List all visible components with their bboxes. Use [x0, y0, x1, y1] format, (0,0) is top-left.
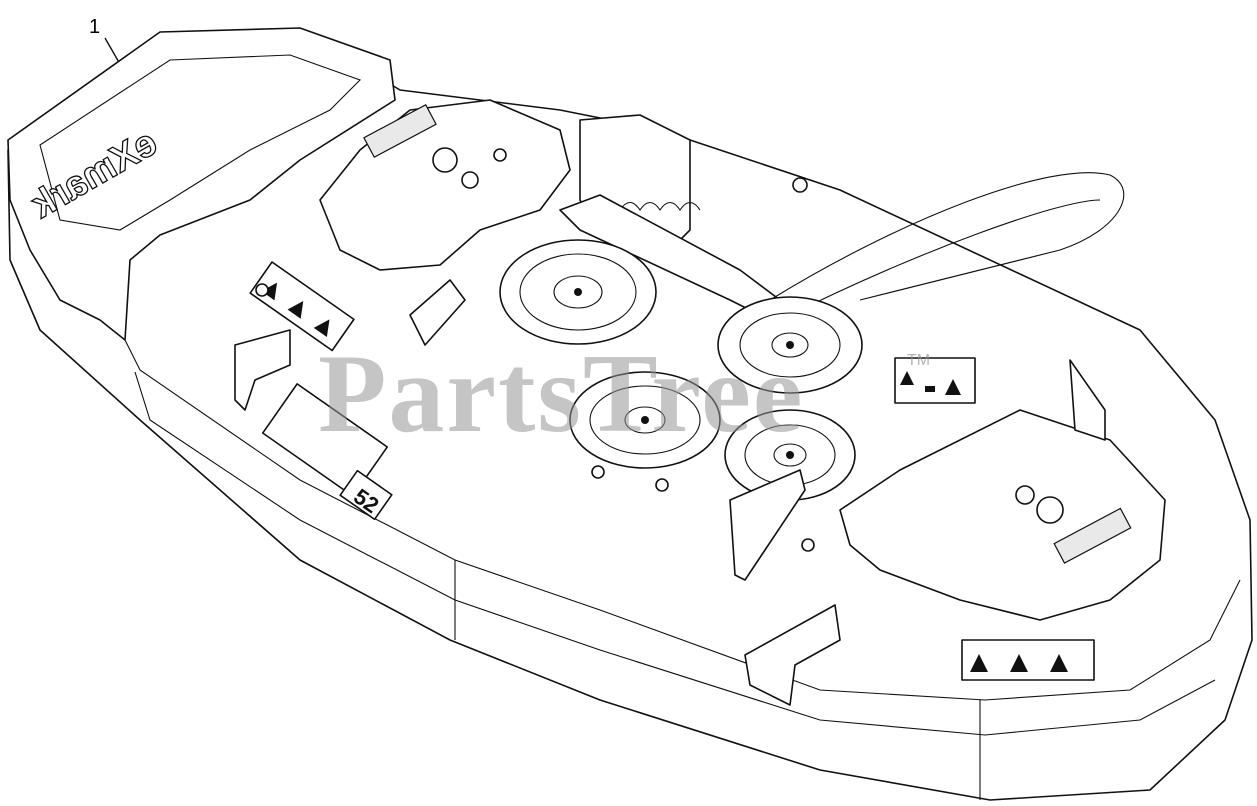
pulley-left-spindle [499, 239, 657, 345]
pulley-center-spindle [569, 371, 721, 469]
front-bracket-right [744, 604, 841, 706]
left-handle [363, 104, 437, 158]
front-bracket-left [234, 329, 291, 411]
right-cover-grease-fitting [1015, 485, 1035, 505]
discharge-chute-cover [7, 27, 396, 341]
pivot-bracket-center [729, 469, 806, 581]
pulley-idler-upper [717, 296, 863, 394]
left-cover-knob [432, 147, 458, 173]
deck-bolt-5 [493, 148, 507, 162]
watermark-trademark: TM [907, 352, 931, 369]
deck-bolt-6 [792, 177, 808, 193]
drive-belt [769, 172, 1125, 321]
right-handle [1053, 507, 1132, 564]
deck-size-badge-box [339, 469, 393, 521]
callout-number-1: 1 [89, 16, 101, 38]
side-bracket [1069, 359, 1106, 441]
deck-bolt-1 [255, 283, 269, 297]
right-spindle-cover [839, 409, 1166, 621]
watermark-text: PartsTree [318, 332, 805, 456]
pivot-bracket-left [409, 279, 466, 346]
warning-decal-right [894, 357, 976, 404]
right-cover-knob [1036, 496, 1064, 524]
deck-bolt-2 [591, 465, 605, 479]
deck-skirt-bottom [134, 371, 1216, 736]
deck-bolt-4 [801, 538, 815, 552]
warning-decal-front [961, 639, 1095, 681]
left-cover-grease-fitting [461, 171, 479, 189]
warning-decal-left [249, 261, 355, 352]
deck-bolt-3 [655, 478, 669, 492]
serial-plate [261, 383, 389, 497]
deck-skirt [119, 329, 1241, 701]
chute-inner-panel [39, 54, 362, 231]
